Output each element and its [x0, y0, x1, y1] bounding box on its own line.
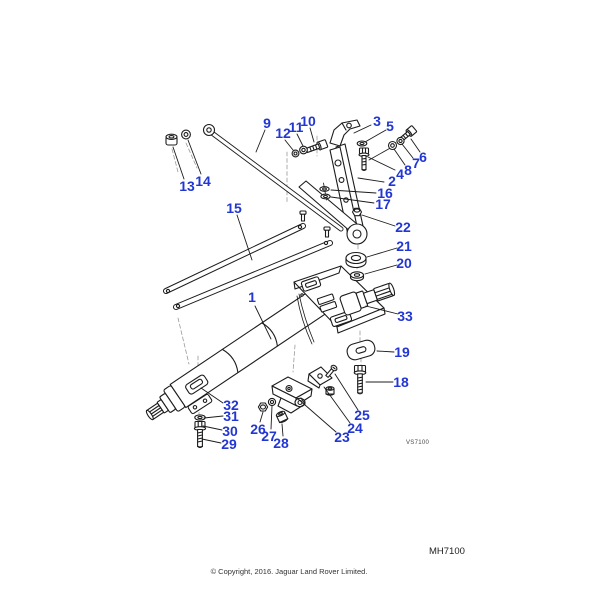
callout-8: 8	[404, 162, 412, 178]
leader-line-31	[203, 415, 224, 419]
leader-line-17	[330, 196, 375, 204]
callout-9: 9	[263, 115, 271, 131]
leader-line-6	[410, 138, 421, 153]
callout-10: 10	[300, 113, 316, 129]
callout-3: 3	[373, 113, 381, 129]
leader-line-10	[309, 127, 315, 143]
callout-32: 32	[223, 397, 239, 413]
callout-13: 13	[179, 178, 195, 194]
part-housing-33	[293, 265, 396, 345]
callout-22: 22	[395, 219, 411, 235]
leader-line-7	[401, 143, 414, 159]
leader-line-20	[364, 264, 398, 275]
leader-line-26	[259, 411, 264, 423]
part-bolt-18	[353, 364, 367, 395]
leader-line-2	[357, 177, 385, 183]
callout-23: 23	[334, 429, 350, 445]
leader-line-8	[393, 148, 406, 166]
leader-line-14	[187, 139, 202, 175]
callout-29: 29	[221, 436, 237, 452]
callout-33: 33	[397, 308, 413, 324]
part-washer-17	[320, 193, 331, 200]
sheet-code: MH7100	[429, 546, 465, 557]
callout-19: 19	[394, 344, 410, 360]
leader-line-24	[323, 386, 351, 424]
leader-line-4	[367, 156, 396, 171]
leader-lines	[172, 124, 421, 444]
leader-line-12	[284, 139, 294, 151]
callout-16: 16	[377, 185, 393, 201]
part-washer-20	[349, 271, 365, 282]
callout-1: 1	[248, 289, 256, 305]
leader-line-1	[254, 305, 272, 340]
part-nut-22	[351, 207, 363, 217]
leader-line-22	[361, 214, 396, 227]
leader-line-3	[353, 124, 372, 134]
part-bolt-4-washer-5	[356, 140, 370, 171]
part-bolt-10-washers-11-12	[291, 139, 329, 158]
part-bolt-6-washers-7-8	[368, 125, 418, 161]
drawing-inner-code: VS7100	[406, 440, 430, 446]
leader-line-15	[236, 214, 253, 261]
leader-line-27	[270, 405, 273, 430]
leader-line-16	[330, 189, 377, 194]
leader-line-19	[376, 350, 395, 353]
leader-line-23	[296, 397, 337, 433]
callout-11: 11	[289, 119, 304, 135]
leader-line-30	[202, 425, 223, 431]
leader-line-11	[296, 133, 304, 147]
part-support-straps-15	[163, 210, 333, 310]
callout-24: 24	[347, 420, 363, 436]
callout-27: 27	[261, 428, 277, 444]
callout-14: 14	[195, 173, 211, 189]
part-washer-16	[319, 186, 330, 192]
callout-4: 4	[396, 166, 404, 182]
callout-30: 30	[222, 423, 238, 439]
leader-line-25	[334, 373, 359, 411]
callout-31: 31	[223, 408, 239, 424]
part-bolt-29-30-washer-31	[193, 414, 207, 449]
part-saddle-clamp-32	[185, 374, 213, 415]
part-nut-26	[257, 402, 269, 412]
callout-12: 12	[275, 125, 291, 141]
part-washer-14	[181, 129, 191, 140]
diagram-artwork: 1234567891011121314151617181920212223242…	[145, 113, 427, 452]
leader-line-33	[365, 305, 399, 315]
leader-line-21	[366, 247, 398, 258]
part-plate-19	[346, 339, 376, 361]
callout-28: 28	[273, 435, 289, 451]
leader-line-29	[201, 438, 222, 444]
part-bracket-24	[307, 366, 335, 396]
part-washer-27	[267, 397, 277, 407]
callout-2: 2	[388, 173, 396, 189]
leader-line-28	[281, 423, 284, 437]
leader-line-13	[172, 146, 185, 180]
callout-18: 18	[393, 374, 409, 390]
callout-7: 7	[412, 155, 420, 171]
callout-6: 6	[419, 149, 427, 165]
copyright-line: © Copyright, 2016. Jaguar Land Rover Lim…	[210, 567, 368, 576]
callout-20: 20	[396, 255, 412, 271]
part-bush-28	[275, 410, 289, 424]
part-clamp-bracket-23	[271, 376, 313, 414]
leader-line-9	[255, 129, 266, 153]
part-column-lower-end	[145, 385, 186, 421]
part-tie-rod-9	[202, 123, 344, 232]
part-bush-21	[345, 251, 367, 269]
part-bush-13	[165, 133, 178, 146]
part-support-bracket-2	[298, 143, 368, 245]
part-top-bracket-3	[329, 119, 361, 147]
callout-25: 25	[354, 407, 370, 423]
callout-17: 17	[375, 196, 391, 212]
callout-5: 5	[386, 118, 394, 134]
leader-line-32	[200, 387, 224, 404]
part-screw-25	[325, 364, 338, 378]
callout-26: 26	[250, 421, 266, 437]
callout-15: 15	[226, 200, 242, 216]
callout-21: 21	[396, 238, 412, 254]
leader-line-5	[364, 129, 387, 143]
